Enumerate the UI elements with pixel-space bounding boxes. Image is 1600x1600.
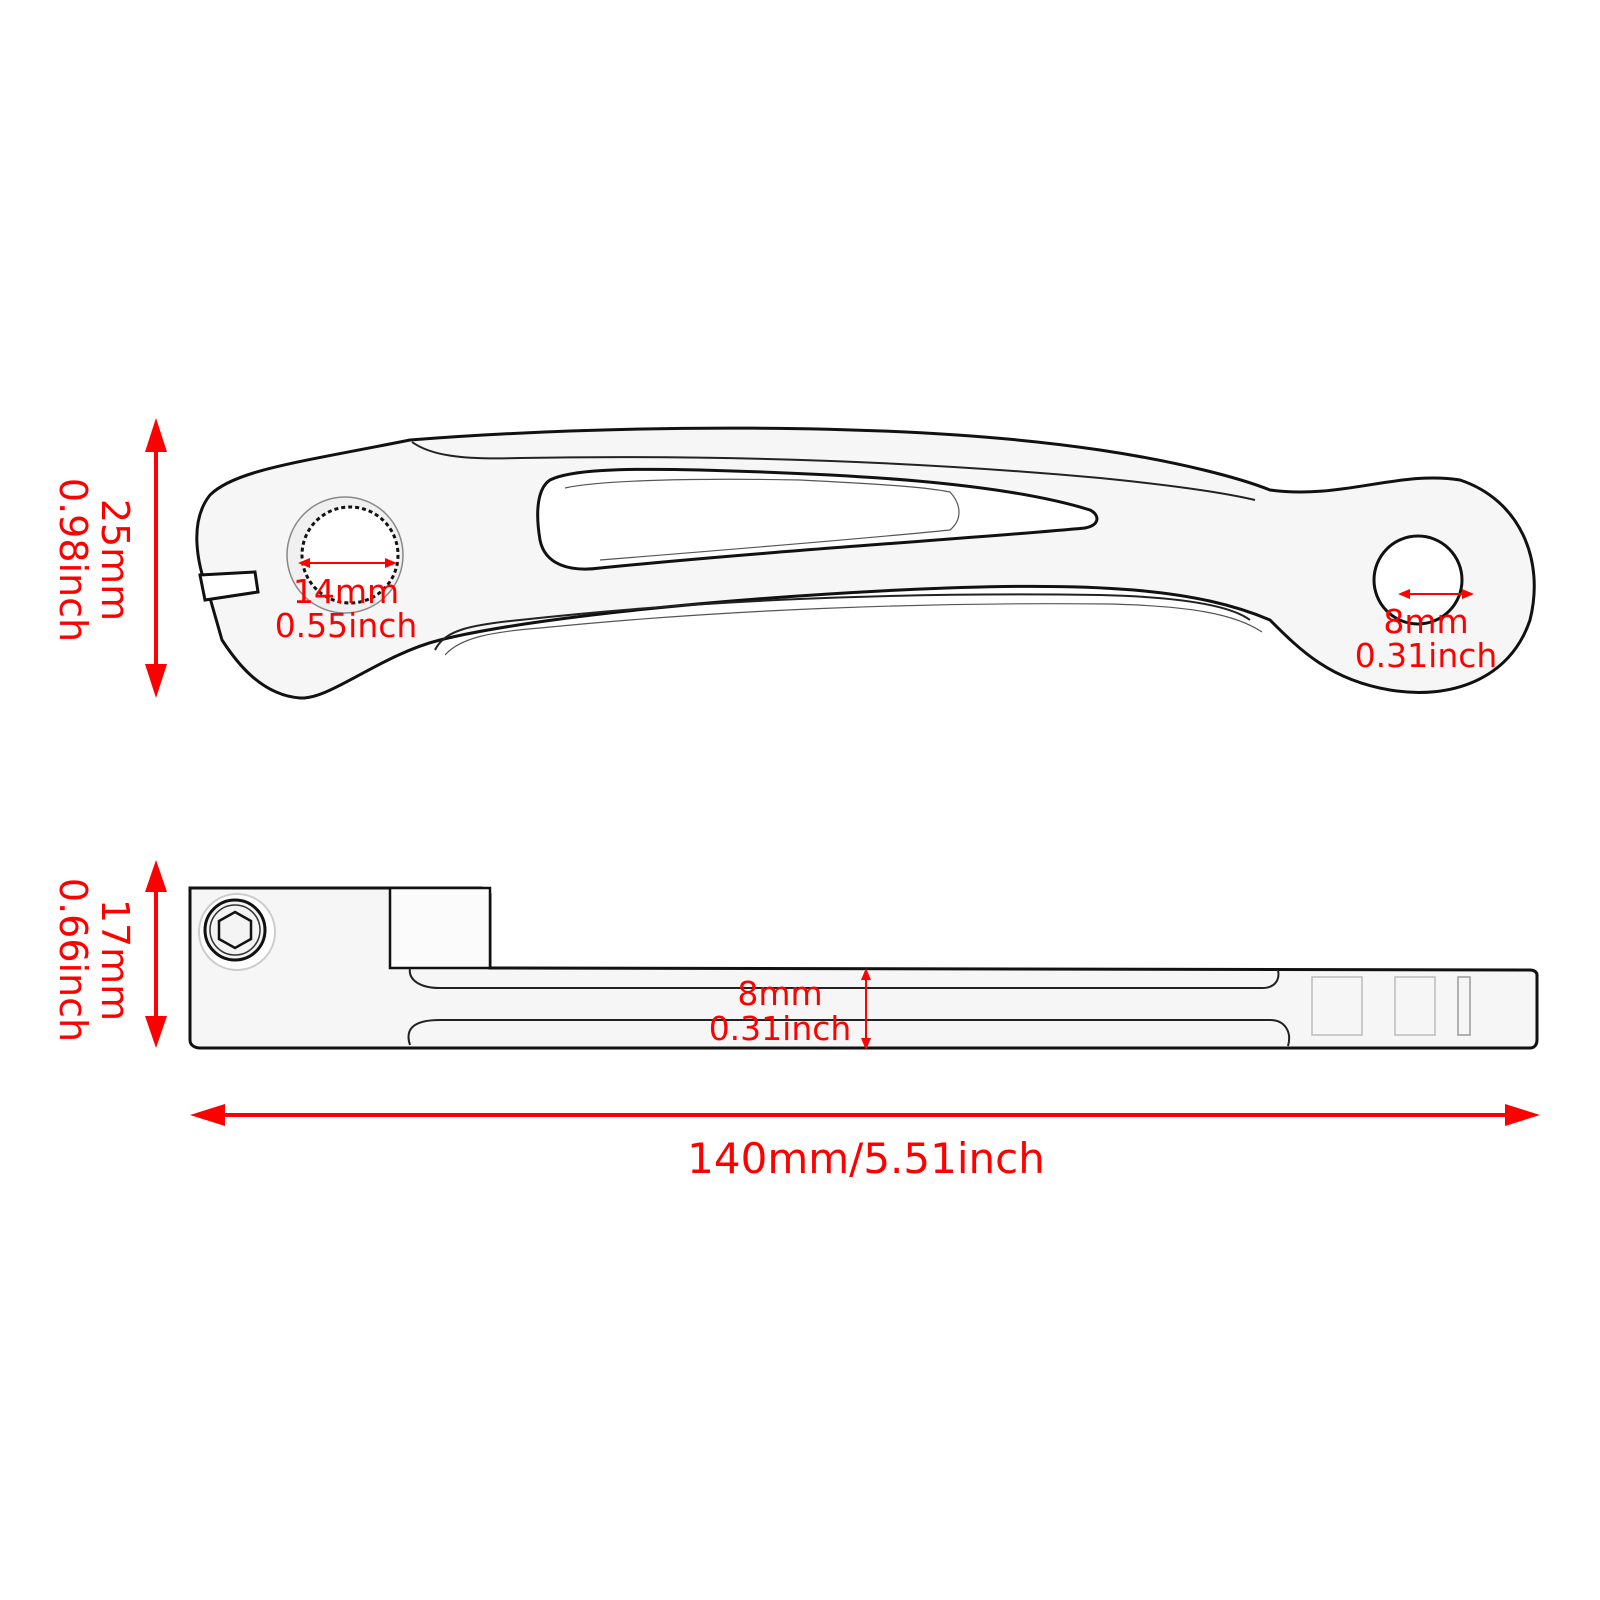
dim-top-height: 25mm 0.98inch: [51, 418, 167, 698]
dim-overall-length-label: 140mm/5.51inch: [687, 1134, 1045, 1183]
dim-top-height-inch: 0.98inch: [51, 478, 95, 642]
pivot-hole: [300, 505, 400, 605]
dim-side-height-mm: 17mm: [93, 899, 137, 1021]
lightening-slot: [536, 467, 1099, 571]
clamp-block: [388, 886, 492, 970]
dim-side-height-inch: 0.66inch: [51, 878, 95, 1042]
dim-end-hole-inch: 0.31inch: [1355, 636, 1498, 675]
lightening-slot-inner-edge: [564, 478, 960, 561]
top-view: [195, 426, 1536, 700]
dim-end-hole-mm: 8mm: [1383, 602, 1468, 641]
top-bevel-line: [411, 441, 1256, 501]
end-detail-3: [1457, 976, 1471, 1036]
end-detail-2: [1394, 976, 1436, 1036]
bottom-bevel-line-2: [444, 603, 1263, 656]
dim-side-height: 17mm 0.66inch: [51, 860, 167, 1048]
dim-blade-thickness-mm: 8mm: [737, 974, 822, 1013]
dim-pivot-hole-inch: 0.55inch: [275, 606, 418, 645]
end-detail-1: [1311, 976, 1363, 1036]
bolt-head-icon: [198, 893, 276, 971]
side-view: [188, 886, 1539, 1050]
clamp-slit: [198, 570, 260, 602]
dim-overall-length: 140mm/5.51inch: [190, 1104, 1540, 1183]
dim-pivot-hole: 14mm 0.55inch: [275, 558, 418, 645]
dim-pivot-hole-mm: 14mm: [293, 572, 399, 611]
dim-top-height-mm: 25mm: [93, 499, 137, 621]
lower-groove: [407, 1019, 1290, 1047]
lever-top-body: [195, 426, 1536, 700]
dim-blade-thickness: 8mm 0.31inch: [709, 968, 871, 1050]
bottom-bevel-line: [434, 593, 1251, 651]
upper-groove: [408, 967, 1280, 989]
dim-end-hole: 8mm 0.31inch: [1355, 589, 1498, 675]
end-hole: [1372, 534, 1464, 626]
dim-blade-thickness-inch: 0.31inch: [709, 1009, 852, 1048]
